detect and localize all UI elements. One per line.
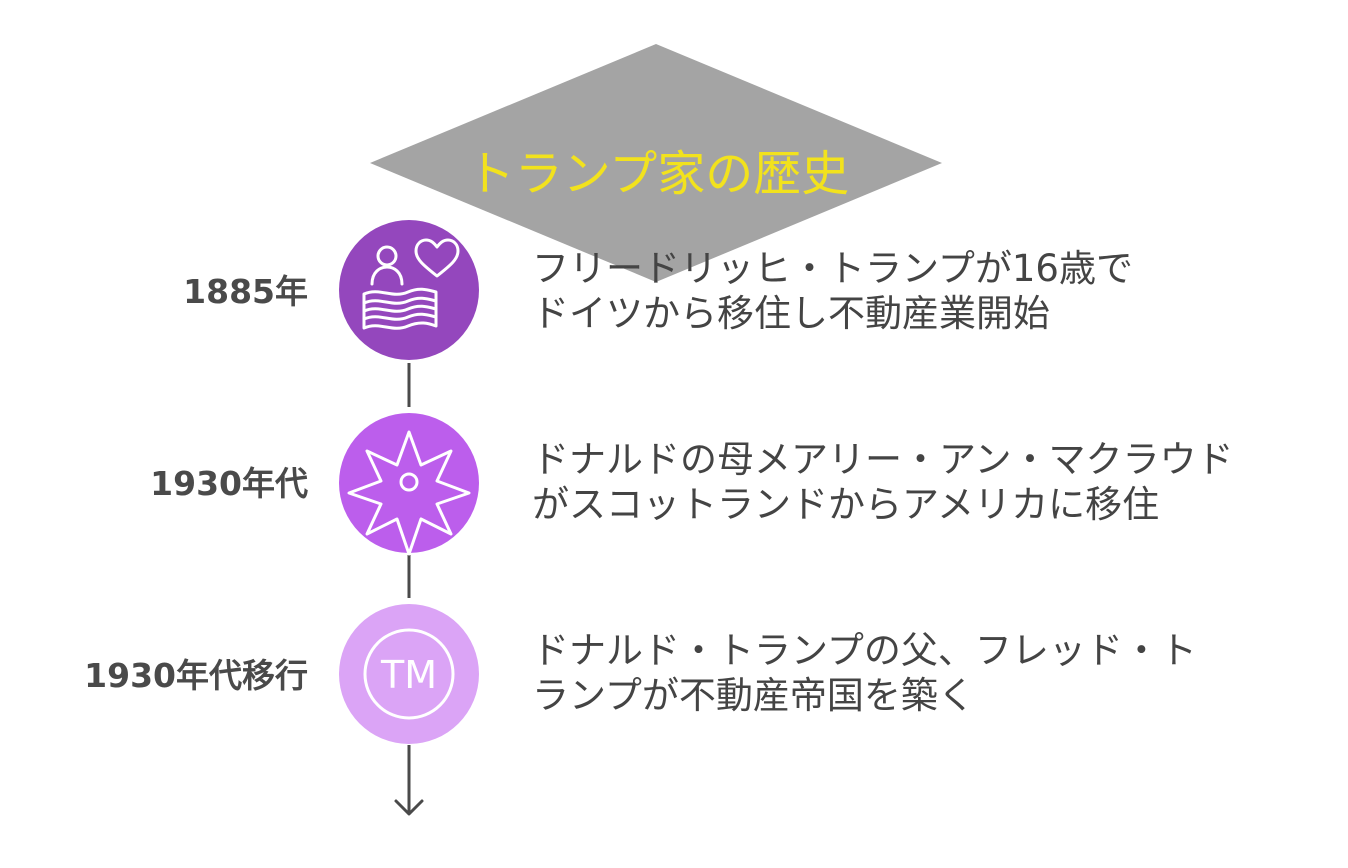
- timeline-node-3: TM: [339, 604, 479, 744]
- year-label-3: 1930年代移行: [84, 656, 308, 695]
- event-description-3-line-2: ランプが不動産帝国を築く: [532, 674, 975, 717]
- timeline-node-2: [339, 413, 479, 556]
- trademark-text: TM: [380, 653, 437, 697]
- node-circle-3: [339, 604, 479, 744]
- compass-star-icon: [347, 430, 471, 556]
- event-description-2-line-2: がスコットランドからアメリカに移住: [532, 483, 1160, 526]
- year-label-1: 1885年: [183, 272, 308, 311]
- event-description-2-line-1: ドナルドの母メアリー・アン・マクラウド: [532, 438, 1234, 481]
- diagram-title: トランプ家の歴史: [466, 146, 850, 202]
- event-description-1-line-1: フリードリッヒ・トランプが16歳で: [532, 247, 1133, 290]
- event-description-1: フリードリッヒ・トランプが16歳で ドイツから移住し不動産業開始: [532, 246, 1133, 336]
- trademark-icon: TM: [363, 628, 455, 720]
- timeline-node-1: [339, 220, 479, 360]
- title-diamond-shape: [370, 44, 942, 282]
- arrow-down-icon: [394, 799, 424, 816]
- event-description-3: ドナルド・トランプの父、フレッド・ト ランプが不動産帝国を築く: [532, 628, 1197, 718]
- event-description-1-line-2: ドイツから移住し不動産業開始: [532, 292, 1050, 335]
- event-description-2: ドナルドの母メアリー・アン・マクラウド がスコットランドからアメリカに移住: [532, 437, 1234, 527]
- year-label-2: 1930年代: [150, 464, 308, 503]
- event-description-3-line-1: ドナルド・トランプの父、フレッド・ト: [532, 629, 1197, 672]
- immigrant-flag-heart-icon: [362, 238, 460, 330]
